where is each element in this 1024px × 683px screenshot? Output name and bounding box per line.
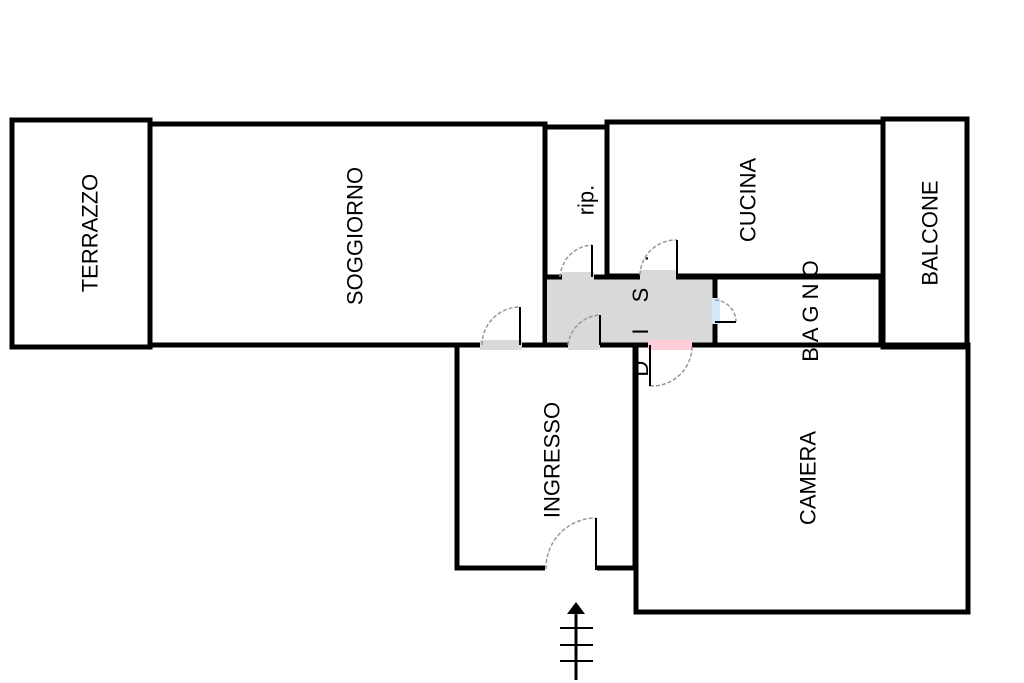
room-label-balcone: BALCONE <box>918 180 943 285</box>
room-label-disimpegno: D I S . <box>628 245 653 376</box>
room-label-bagno: B A G N O <box>798 260 823 361</box>
room-soggiorno: SOGGIORNO <box>147 121 548 348</box>
room-bagno: B A G N O <box>712 260 884 362</box>
room-ripostiglio: rip. <box>542 124 610 280</box>
entrance-arrow-icon <box>560 602 593 680</box>
room-label-ingresso: INGRESSO <box>540 402 565 518</box>
room-label-terrazzo: TERRAZZO <box>78 174 103 293</box>
room-camera: CAMERA <box>633 342 971 615</box>
room-disimpegno: D I S . <box>547 245 718 377</box>
room-label-ripostiglio: rip. <box>574 185 599 216</box>
room-label-cucina: CUCINA <box>736 158 761 243</box>
room-balcone: BALCONE <box>880 116 970 350</box>
room-label-camera: CAMERA <box>796 431 821 525</box>
room-ingresso: INGRESSO <box>454 342 638 571</box>
room-terrazzo: TERRAZZO <box>9 117 153 350</box>
room-label-soggiorno: SOGGIORNO <box>343 167 368 305</box>
doors <box>480 239 737 573</box>
